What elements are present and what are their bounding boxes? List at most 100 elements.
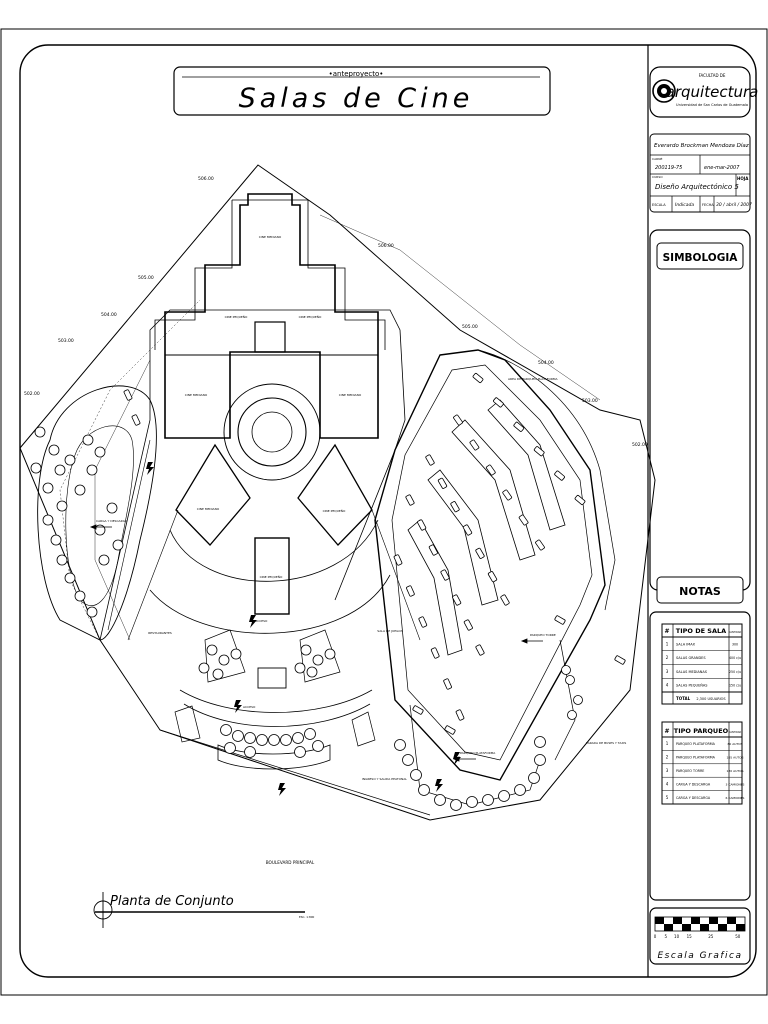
lobby-ring-mid bbox=[237, 397, 307, 467]
car-icon bbox=[554, 615, 566, 625]
car-icon bbox=[475, 547, 485, 559]
salas-total-value: 2,300 USUARIOS bbox=[696, 697, 726, 701]
parked-cars bbox=[123, 372, 626, 735]
university-label: Universidad de San Carlos de Guatemala bbox=[676, 103, 748, 107]
boulevard-label: BOULEVARD PRINCIPAL bbox=[266, 860, 315, 865]
tree-icon bbox=[514, 784, 526, 796]
contour-label: 503.00 bbox=[58, 338, 74, 344]
tree-icon bbox=[42, 514, 54, 526]
tree-icon bbox=[64, 572, 76, 584]
left-loop-road bbox=[37, 385, 157, 641]
car-icon bbox=[502, 489, 513, 501]
plaza-stage bbox=[217, 744, 331, 770]
contour-labels: 506.00 506.00 505.00 504.00 503.00 502.0… bbox=[24, 176, 648, 448]
faculty-small-label: FACULTAD DE bbox=[699, 73, 726, 78]
parqueo-header-qty: CANTIDAD bbox=[729, 731, 742, 734]
parqueo-cell: 4 bbox=[666, 781, 669, 786]
fan-arc bbox=[169, 519, 379, 582]
scale-block bbox=[718, 924, 727, 931]
contour-label: 506.00 bbox=[378, 243, 394, 249]
plaza-arc bbox=[183, 703, 371, 727]
salas-cell: 3 bbox=[666, 669, 669, 674]
arrow-icon bbox=[520, 638, 528, 644]
planter-small bbox=[351, 711, 376, 747]
lobby-arc bbox=[223, 431, 321, 481]
car-icon bbox=[440, 569, 450, 581]
car-icon bbox=[500, 594, 510, 606]
salas-cell: 400 c/u bbox=[729, 656, 741, 660]
car-icon bbox=[462, 524, 473, 536]
salas-cell: 300 bbox=[732, 642, 738, 646]
salas-cell: 1 bbox=[666, 641, 669, 646]
date-value: ene-mar-2007 bbox=[704, 165, 740, 171]
plaza-arc bbox=[179, 689, 373, 713]
tree-icon bbox=[410, 769, 422, 781]
graphic-scale-label: Escala Grafica bbox=[657, 951, 742, 961]
contour-label: 504.00 bbox=[538, 360, 554, 366]
subtitle-label: •anteproyecto• bbox=[329, 70, 384, 78]
lobby-ring-inner bbox=[251, 411, 293, 453]
tree-icon bbox=[256, 734, 268, 746]
parking-note: INGRESO Y SALIDA PEATONAL bbox=[362, 777, 407, 781]
main-complex-outline bbox=[99, 309, 406, 641]
parqueo-cell: 3 bbox=[666, 768, 669, 773]
parqueo-cell: 3 CAMIONES bbox=[726, 782, 745, 786]
car-icon bbox=[485, 464, 496, 476]
tree-icon bbox=[534, 736, 546, 748]
tree-icon bbox=[232, 730, 244, 742]
car-icon bbox=[469, 439, 480, 451]
salas-cell: 150 c/u bbox=[729, 684, 741, 688]
tree-icon bbox=[292, 732, 304, 744]
tree-icon bbox=[74, 484, 86, 496]
parqueo-cell: 6 CAMIONES bbox=[726, 796, 745, 800]
car-icon bbox=[425, 454, 435, 466]
tree-icon bbox=[198, 662, 210, 674]
carne-label: CARNÉ bbox=[652, 156, 662, 161]
plan-scale-note: ESC. 1:800 bbox=[299, 915, 315, 919]
tree-icon bbox=[294, 746, 306, 758]
site-plan bbox=[19, 164, 656, 821]
room-label: CINE MEDIANO bbox=[259, 235, 282, 239]
scale-tick: 50 bbox=[735, 934, 741, 939]
scale-tick: 10 bbox=[674, 934, 680, 939]
parking-note: AREA DE PARQUEO PLATAFORMA bbox=[508, 377, 558, 381]
tree-icon bbox=[48, 444, 60, 456]
car-icon bbox=[418, 616, 428, 628]
room-label: CINE PEQUEÑO bbox=[299, 314, 322, 319]
car-icon bbox=[430, 647, 440, 659]
scale-block bbox=[709, 917, 718, 924]
tree-icon bbox=[206, 644, 218, 656]
car-icon bbox=[574, 494, 586, 506]
tree-icon bbox=[244, 732, 256, 744]
tree-icon bbox=[280, 734, 292, 746]
tree-icon bbox=[324, 648, 336, 660]
tree-icon bbox=[304, 728, 316, 740]
info-box: Everardo Brockman Mendoza Díaz CARNÉ 200… bbox=[649, 133, 752, 213]
scale-value: Indicada bbox=[675, 202, 694, 208]
tree-icon bbox=[30, 462, 42, 474]
parking-note: PARADA DE BUSES Y TAXIS bbox=[586, 741, 626, 745]
parqueo-cell: 105 AUTOS bbox=[726, 756, 743, 760]
tree-icon bbox=[56, 500, 68, 512]
room-label: SALA DE JUEGOS bbox=[377, 629, 403, 633]
scale-block bbox=[655, 917, 664, 924]
center-cinema bbox=[254, 537, 290, 615]
tree-icon bbox=[244, 746, 256, 758]
landscape-trees bbox=[30, 426, 583, 811]
contour-label: 506.00 bbox=[198, 176, 214, 182]
car-icon bbox=[472, 372, 484, 384]
room-labels: CINE MEDIANO CINE PEQUEÑO CINE PEQUEÑO C… bbox=[148, 235, 403, 635]
cinema-block bbox=[164, 193, 379, 439]
salas-cell: 250 c/u bbox=[729, 670, 741, 674]
tree-icon bbox=[82, 434, 94, 446]
scale-tick: 0 bbox=[654, 934, 657, 939]
tree-icon bbox=[402, 754, 414, 766]
tree-icon bbox=[106, 502, 118, 514]
car-icon bbox=[513, 421, 525, 432]
car-icon bbox=[450, 501, 460, 513]
sidewalk bbox=[554, 639, 576, 761]
parking-inner bbox=[391, 364, 593, 761]
car-icon bbox=[412, 705, 424, 715]
car-icon bbox=[452, 594, 462, 606]
